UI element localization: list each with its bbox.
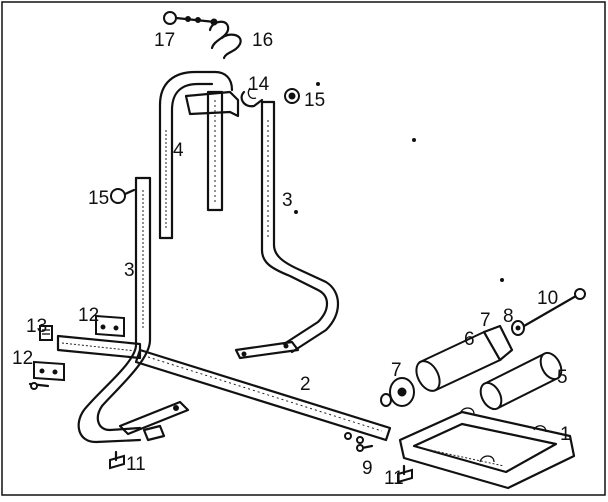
callout-11-right: 11 bbox=[384, 468, 404, 489]
callout-14: 14 bbox=[248, 74, 270, 95]
callout-5: 5 bbox=[557, 367, 568, 388]
part-1-base-frame bbox=[398, 407, 576, 490]
callout-12-lower: 12 bbox=[12, 348, 33, 369]
callout-4: 4 bbox=[173, 140, 184, 161]
callout-12-upper: 12 bbox=[78, 305, 99, 326]
part-13-spring-clip bbox=[39, 325, 53, 341]
callout-2: 2 bbox=[300, 374, 311, 395]
part-16-clamp bbox=[208, 18, 242, 60]
part-4-upper-frame bbox=[158, 70, 240, 240]
part-12-bracket-plate bbox=[28, 360, 65, 390]
part-2-long-bar bbox=[134, 348, 392, 442]
part-3-right-post bbox=[234, 100, 340, 360]
callout-15-right: 15 bbox=[304, 90, 325, 111]
part-7-washer-large bbox=[389, 377, 415, 407]
callout-3-right: 3 bbox=[282, 190, 293, 211]
part-8-nut bbox=[511, 320, 525, 336]
part-17-bolt bbox=[163, 11, 217, 25]
part-7-washer-small bbox=[380, 393, 392, 407]
callout-16: 16 bbox=[252, 30, 273, 51]
part-14-bracket bbox=[240, 87, 264, 108]
callout-7-lower: 7 bbox=[391, 360, 402, 381]
callout-6: 6 bbox=[464, 329, 475, 350]
callout-15-left: 15 bbox=[88, 188, 109, 209]
callout-11-left: 11 bbox=[126, 454, 146, 475]
callout-7-upper: 7 bbox=[480, 310, 491, 331]
part-6-cylinder bbox=[415, 324, 514, 392]
callout-8: 8 bbox=[503, 306, 514, 327]
callout-9: 9 bbox=[362, 458, 373, 479]
callout-17: 17 bbox=[154, 30, 175, 51]
callout-10: 10 bbox=[537, 288, 558, 309]
callout-1: 1 bbox=[560, 424, 571, 445]
part-11-foot-left bbox=[109, 450, 125, 470]
part-9-bolts bbox=[344, 432, 374, 452]
part-15-cap-right bbox=[284, 88, 300, 104]
part-11-foot-right bbox=[397, 464, 413, 484]
part-10-axle-bolt bbox=[522, 288, 586, 328]
callout-3-left: 3 bbox=[124, 260, 135, 281]
part-12-crossbar bbox=[56, 314, 142, 360]
part-5-roller bbox=[479, 351, 563, 411]
part-15-cap-left bbox=[110, 188, 136, 204]
callout-13: 13 bbox=[26, 316, 47, 337]
